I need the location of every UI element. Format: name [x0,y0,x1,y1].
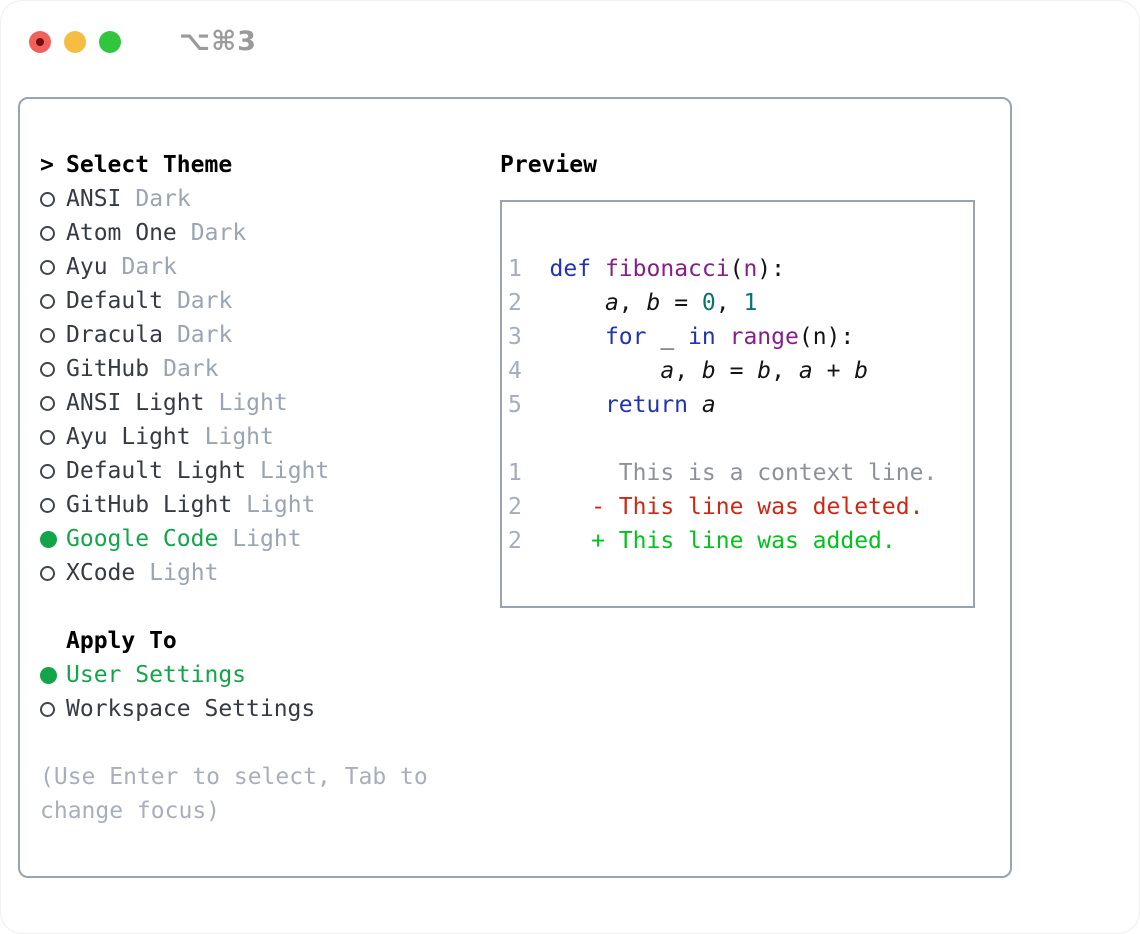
code-line: 2 a, b = 0, 1 [508,290,758,316]
radio-icon [40,701,55,717]
theme-item-label: Default Light [66,458,247,484]
preview-title: Preview [500,152,597,178]
theme-variant-label: Dark [121,254,177,280]
theme-item-ansi[interactable]: ANSI Dark [40,182,428,216]
theme-item-github[interactable]: GitHub Dark [40,352,428,386]
theme-item-atom-one[interactable]: Atom One Dark [40,216,428,250]
radio-icon [40,497,55,513]
theme-variant-label: Dark [163,356,219,382]
theme-item-ayu-light[interactable]: Ayu Light Light [40,420,428,454]
theme-variant-label: Light [260,458,330,484]
theme-item-ansi-light[interactable]: ANSI Light Light [40,386,428,420]
theme-item-label: ANSI [66,186,122,212]
theme-item-label: GitHub [66,356,150,382]
theme-variant-label: Light [232,526,302,552]
diff-line: 1 This is a context line. [508,460,938,486]
radio-icon [40,565,55,581]
theme-item-label: GitHub Light [66,492,233,518]
theme-variant-label: Dark [176,288,233,314]
select-theme-header: > Select Theme [40,148,428,182]
theme-variant-label: Light [218,390,288,416]
preview-diff-block: 1 This is a context line. 2 - This line w… [508,456,973,558]
apply-to-title: Apply To [66,628,177,654]
theme-item-label: Ayu [66,254,108,280]
code-line: 3 for _ in range(n): [508,324,855,350]
radio-icon [40,463,55,479]
radio-icon [40,225,55,241]
radio-selected-icon [40,666,57,684]
theme-variant-label: Light [246,492,316,518]
radio-icon [40,327,55,343]
theme-item-dracula[interactable]: Dracula Dark [40,318,428,352]
hint-line: change focus) [40,798,221,824]
theme-variant-label: Light [149,560,219,586]
preview-box: 1 def fibonacci(n): 2 a, b = 0, 1 3 for _ … [500,200,975,608]
theme-item-xcode[interactable]: XCode Light [40,556,428,590]
spacer [40,590,428,624]
close-button[interactable] [29,30,51,53]
theme-item-default-light[interactable]: Default Light Light [40,454,428,488]
radio-icon [40,191,55,207]
apply-item-user-settings[interactable]: User Settings [40,658,428,692]
theme-item-label: ANSI Light [66,390,205,416]
code-line: 5 return a [508,392,716,418]
code-line: 1 def fibonacci(n): [508,256,785,282]
theme-item-ayu[interactable]: Ayu Dark [40,250,428,284]
minimize-button[interactable] [64,30,86,53]
theme-item-label: Ayu Light [66,424,191,450]
radio-icon [40,361,55,377]
preview-column: Preview 1 def fibonacci(n): 2 a, b = 0, 1… [500,148,975,608]
diff-line: 2 - This line was deleted. [508,494,924,520]
code-line: 4 a, b = b, a + b [508,358,869,384]
theme-variant-label: Dark [176,322,233,348]
apply-to-header: Apply To [40,624,428,658]
radio-icon [40,259,55,275]
apply-item-label: Workspace Settings [66,696,316,722]
theme-item-label: XCode [66,560,136,586]
window-title: ⌥⌘3 [179,26,257,57]
hint-text: (Use Enter to select, Tab to change focus… [40,760,428,828]
spacer [40,726,428,760]
radio-selected-icon [40,530,57,548]
hint-line: (Use Enter to select, Tab to [40,764,428,790]
radio-icon [40,395,55,411]
theme-item-label: Dracula [66,322,163,348]
prompt-arrow-icon: > [40,152,54,178]
theme-variant-label: Dark [135,186,191,212]
theme-item-default[interactable]: Default Dark [40,284,428,318]
radio-icon [40,429,55,445]
theme-item-label: Atom One [66,220,177,246]
theme-item-label: Default [66,288,163,314]
apply-item-label: User Settings [66,662,247,688]
zoom-button[interactable] [99,30,121,53]
theme-item-google-code[interactable]: Google Code Light [40,522,428,556]
titlebar: ⌥⌘3 [29,26,257,57]
preview-code-block: 1 def fibonacci(n): 2 a, b = 0, 1 3 for _ … [508,252,973,422]
apply-item-workspace-settings[interactable]: Workspace Settings [40,692,428,726]
diff-line: 2 + This line was added. [508,528,896,554]
theme-variant-label: Light [204,424,274,450]
edited-dot-icon [36,37,44,46]
theme-variant-label: Dark [190,220,247,246]
theme-item-label: Google Code [66,526,219,552]
theme-item-github-light[interactable]: GitHub Light Light [40,488,428,522]
spacer [508,422,973,456]
select-theme-title: Select Theme [66,152,233,178]
radio-icon [40,293,55,309]
